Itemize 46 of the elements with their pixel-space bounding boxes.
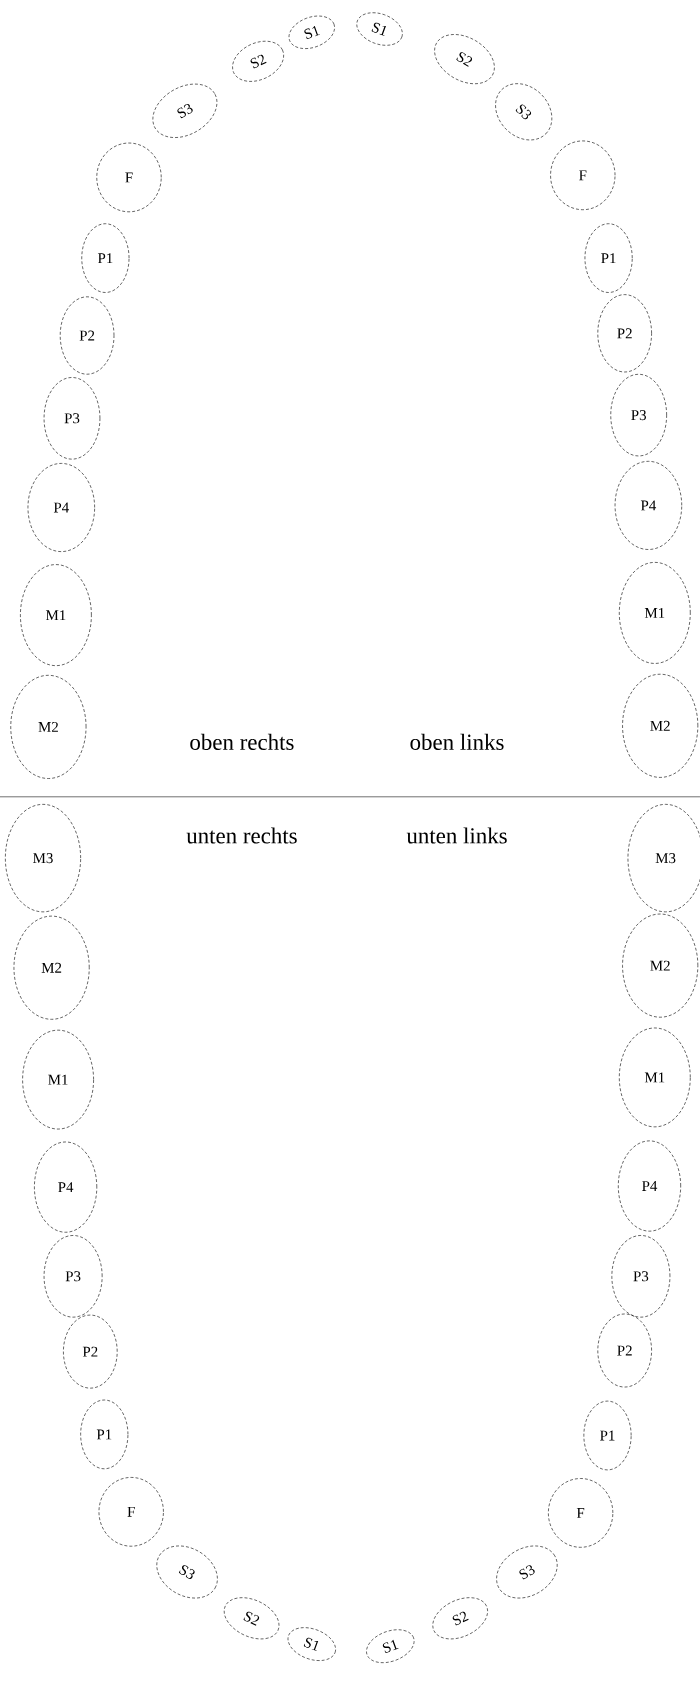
tooth-outline: S2 — [434, 34, 495, 84]
tooth-outline: S3 — [496, 1545, 558, 1599]
tooth-outline: S1 — [287, 1627, 336, 1661]
tooth-outline: S3 — [156, 1545, 218, 1599]
tooth-outline: M3 — [5, 804, 81, 913]
tooth-outline: M1 — [22, 1029, 94, 1130]
tooth-outline: P2 — [597, 1313, 652, 1388]
tooth-outline: S2 — [432, 1597, 488, 1640]
tooth-outline: M1 — [20, 564, 92, 666]
quadrant-label: oben links — [410, 733, 504, 750]
tooth-outline: F — [96, 142, 162, 213]
tooth-outline: S3 — [495, 83, 553, 141]
tooth-outline: S1 — [356, 12, 403, 46]
tooth-outline: S1 — [288, 15, 335, 49]
tooth-outline: S2 — [232, 40, 284, 82]
tooth-outline: F — [550, 140, 616, 210]
tooth-outline: S2 — [223, 1597, 280, 1640]
tooth-outline: P3 — [611, 1235, 671, 1318]
tooth-outline: P1 — [584, 223, 633, 293]
tooth-outline: M2 — [622, 673, 699, 778]
quadrant-label: unten rechts — [186, 827, 297, 844]
tooth-outline: M2 — [10, 675, 87, 779]
tooth-outline: P1 — [583, 1400, 632, 1471]
tooth-outline: F — [548, 1478, 614, 1548]
tooth-outline: F — [98, 1477, 164, 1547]
tooth-outline: M1 — [619, 1027, 691, 1128]
tooth-outline: S3 — [152, 83, 218, 138]
tooth-outline: P1 — [81, 223, 130, 293]
tooth-outline: M3 — [627, 804, 700, 913]
tooth-outline: M1 — [619, 562, 691, 664]
tooth-outline: P2 — [597, 294, 652, 373]
quadrant-label: oben rechts — [190, 733, 294, 750]
tooth-outline: P4 — [34, 1141, 98, 1233]
tooth-outline: S1 — [366, 1629, 415, 1663]
quadrant-label: unten links — [406, 827, 507, 844]
tooth-outline: P3 — [610, 373, 667, 457]
tooth-outline: P3 — [43, 1235, 103, 1318]
tooth-outline: M2 — [622, 913, 699, 1018]
tooth-outline: P4 — [27, 463, 95, 552]
tooth-outline: P1 — [80, 1399, 129, 1470]
tooth-outline: M2 — [13, 915, 90, 1020]
tooth-outline: P2 — [59, 296, 115, 375]
tooth-outline: P3 — [43, 377, 101, 460]
tooth-outline: P4 — [614, 461, 683, 550]
tooth-outline: P4 — [618, 1140, 681, 1232]
tooth-outline: P2 — [63, 1314, 118, 1389]
